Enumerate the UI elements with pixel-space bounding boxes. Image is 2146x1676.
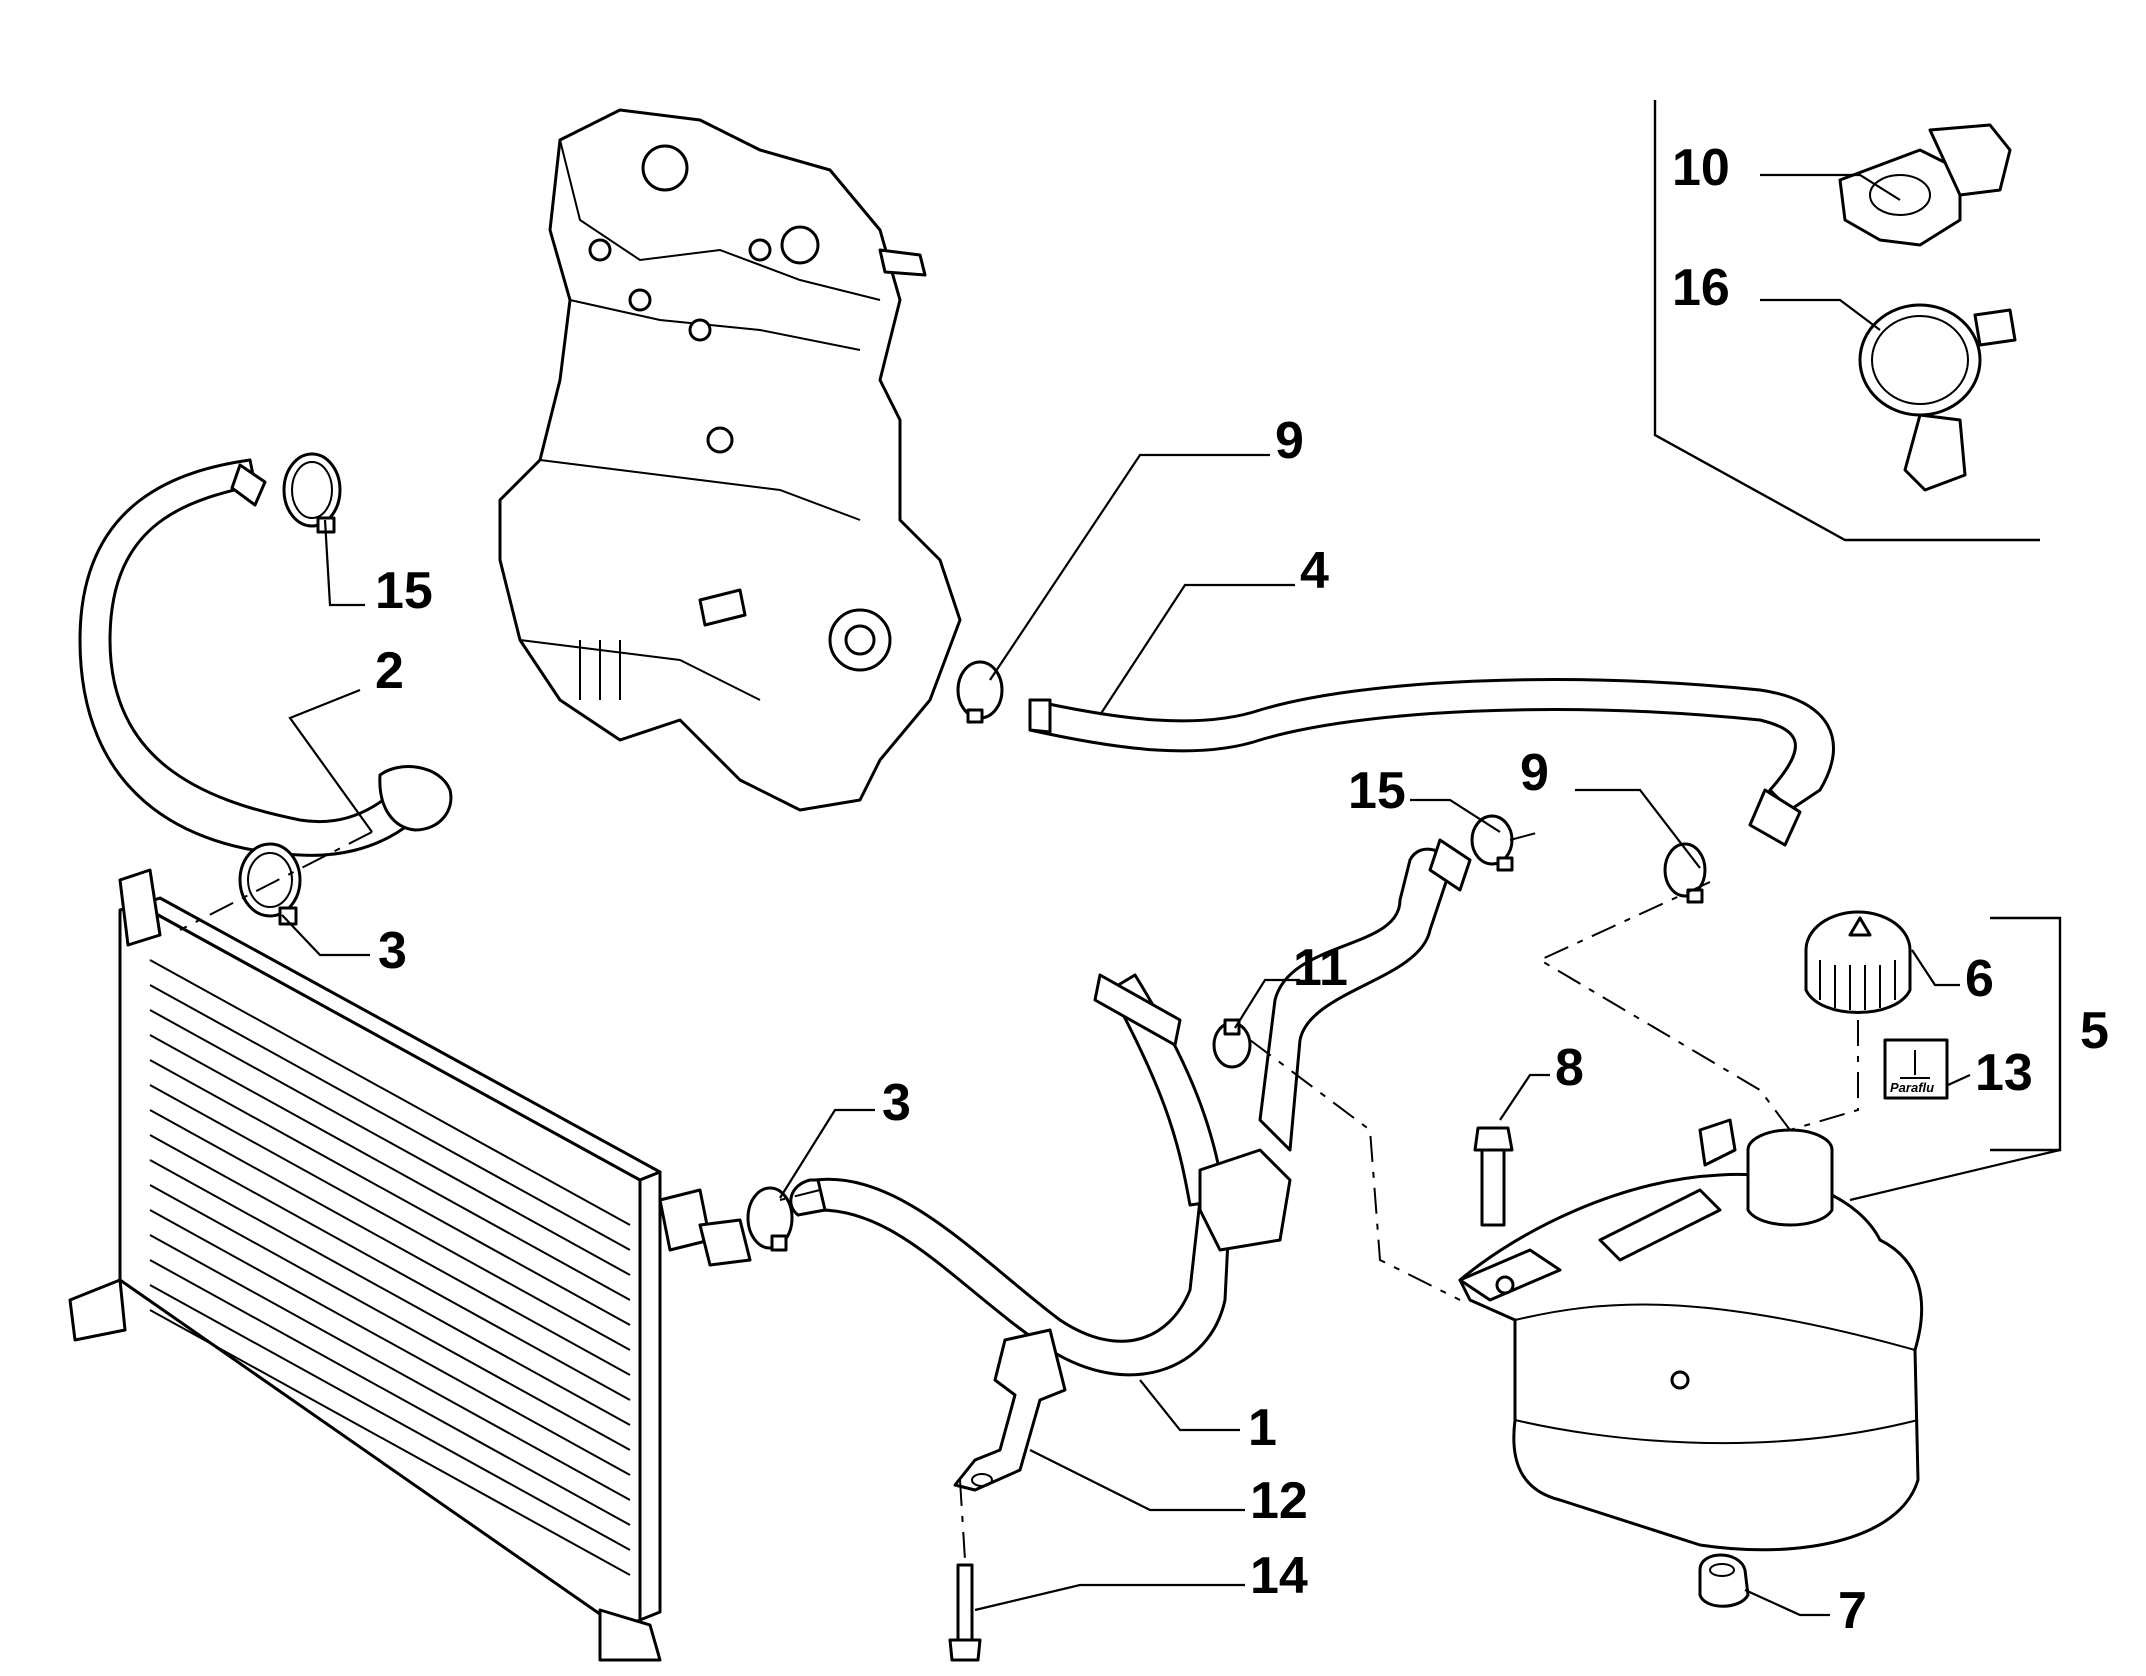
callout-4: 4 — [1300, 542, 1329, 600]
inset-clamp-16 — [1858, 303, 2017, 492]
callout-2: 2 — [375, 642, 404, 700]
hose-clamp-3-middle — [746, 1186, 794, 1252]
decal-13-text: Paraflu — [1890, 1080, 1934, 1095]
hose-clamp-9-upper — [956, 660, 1004, 724]
radiator — [68, 868, 752, 1662]
callout-12: 12 — [1250, 1472, 1308, 1530]
bolt-14 — [948, 1563, 982, 1662]
leader-lines — [281, 173, 2061, 1617]
expansion-tank-5 — [1458, 1118, 1923, 1552]
callout-15-upper: 15 — [375, 562, 433, 620]
clamp-11 — [1212, 1018, 1252, 1069]
grommet-7 — [1698, 1553, 1750, 1608]
radiator-core-fins — [149, 959, 631, 1576]
callout-numbers: 1 2 3 3 4 5 6 7 8 9 9 10 11 12 13 14 15 … — [375, 139, 2109, 1640]
callout-11: 11 — [1293, 939, 1348, 997]
callout-3-left: 3 — [378, 922, 407, 980]
alignment-lines — [179, 831, 1859, 1561]
callout-13: 13 — [1975, 1044, 2033, 1102]
callout-15-middle: 15 — [1348, 762, 1406, 820]
inset-box-border — [1653, 100, 2040, 542]
callout-1: 1 — [1248, 1399, 1277, 1457]
bolt-8 — [1473, 1126, 1514, 1227]
callout-9-right: 9 — [1520, 744, 1549, 802]
hose-clamp-15-upper — [282, 452, 342, 534]
hose-4 — [1028, 678, 1835, 847]
callout-5: 5 — [2080, 1002, 2109, 1060]
callout-10: 10 — [1672, 139, 1730, 197]
inset-clip-10 — [1838, 123, 2012, 247]
callout-6: 6 — [1965, 950, 1994, 1008]
callout-14: 14 — [1250, 1547, 1308, 1605]
hose-clamp-3-left — [238, 842, 302, 926]
cap-6 — [1804, 910, 1912, 1014]
hose-clamp-15-middle — [1470, 814, 1514, 872]
callout-16: 16 — [1672, 259, 1730, 317]
callout-5-bracket — [1990, 916, 2062, 1152]
hose-2 — [78, 458, 453, 857]
callout-8: 8 — [1555, 1039, 1584, 1097]
callout-7: 7 — [1838, 1582, 1867, 1640]
hose-1 — [789, 838, 1472, 1377]
callout-9-upper: 9 — [1275, 412, 1304, 470]
hose-clamp-9-right — [1663, 842, 1707, 904]
bracket-12 — [953, 1328, 1067, 1492]
engine-block — [498, 108, 962, 812]
decal-13: Paraflu — [1883, 1038, 1949, 1100]
callout-3-middle: 3 — [882, 1074, 911, 1132]
